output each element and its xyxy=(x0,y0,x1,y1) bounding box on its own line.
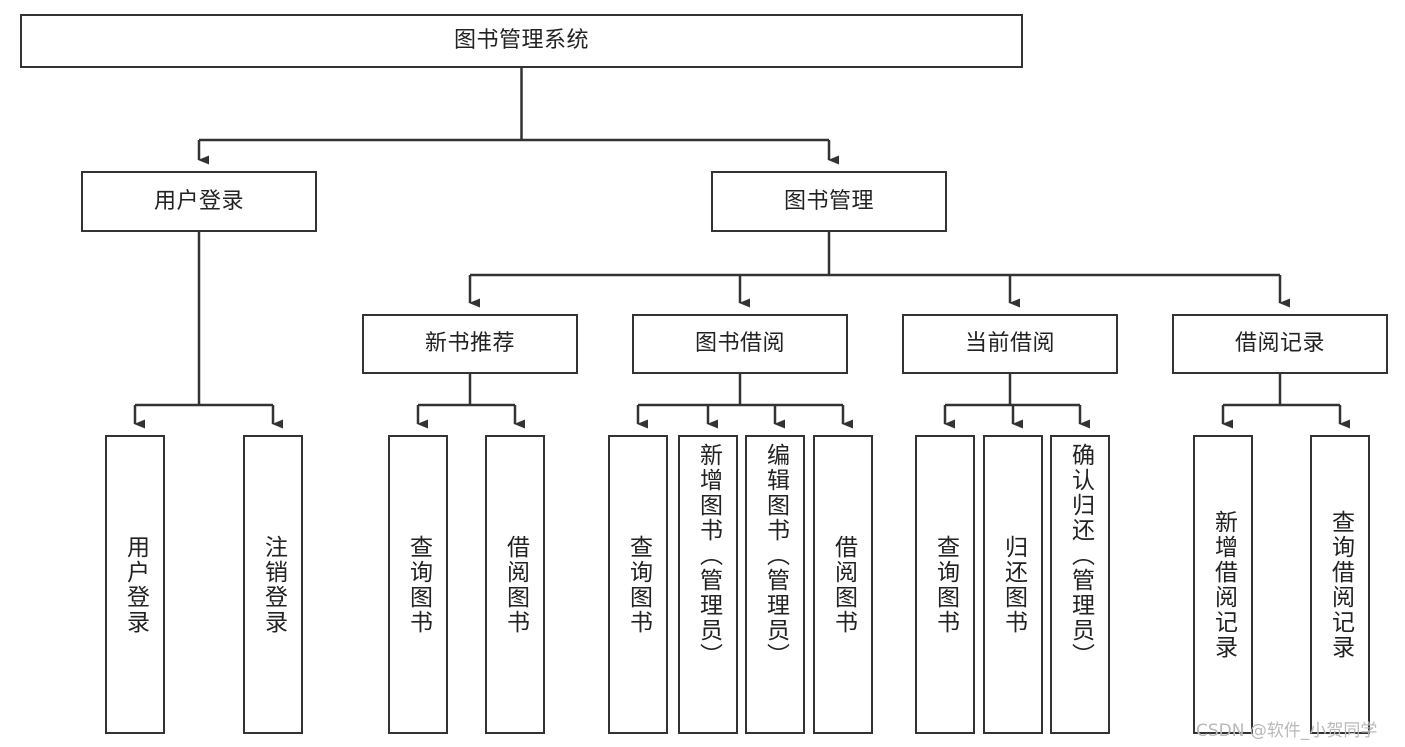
node-leaf-edit-book-admin[interactable]: 编辑图书（管理员） xyxy=(745,435,805,734)
node-label: 图书借阅 xyxy=(694,331,785,357)
node-new-book-rec[interactable]: 新书推荐 xyxy=(362,314,578,374)
node-leaf-user-login[interactable]: 用户登录 xyxy=(105,435,165,734)
node-leaf-confirm-return-admin[interactable]: 确认归还（管理员） xyxy=(1050,435,1110,734)
node-leaf-add-borrow-record[interactable]: 新增借阅记录 xyxy=(1193,435,1253,734)
node-label: 确认归还（管理员） xyxy=(1067,443,1094,668)
node-leaf-add-book-admin[interactable]: 新增图书（管理员） xyxy=(678,435,738,734)
node-book-manage[interactable]: 图书管理 xyxy=(711,171,947,232)
node-label: 查询图书 xyxy=(932,534,959,635)
node-label: 当前借阅 xyxy=(964,331,1055,357)
node-label: 归还图书 xyxy=(1000,534,1027,635)
node-leaf-borrow-book-1[interactable]: 借阅图书 xyxy=(485,435,545,734)
edges-group xyxy=(133,68,1350,429)
node-label: 编辑图书（管理员） xyxy=(762,443,789,668)
node-label: 图书管理 xyxy=(783,188,874,214)
node-label: 借阅图书 xyxy=(830,534,857,635)
node-leaf-user-logout[interactable]: 注销登录 xyxy=(243,435,303,734)
node-book-borrow[interactable]: 图书借阅 xyxy=(632,314,848,374)
node-leaf-borrow-book-2[interactable]: 借阅图书 xyxy=(813,435,873,734)
node-label: 查询图书 xyxy=(625,534,652,635)
node-label: 用户登录 xyxy=(122,534,149,635)
node-label: 图书管理系统 xyxy=(453,28,589,54)
node-leaf-query-book-2[interactable]: 查询图书 xyxy=(608,435,668,734)
node-user-login[interactable]: 用户登录 xyxy=(81,171,317,232)
node-leaf-query-book-3[interactable]: 查询图书 xyxy=(915,435,975,734)
node-label: 新书推荐 xyxy=(424,331,515,357)
node-label: 借阅图书 xyxy=(502,534,529,635)
node-leaf-query-borrow-record[interactable]: 查询借阅记录 xyxy=(1310,435,1370,734)
node-current-borrow[interactable]: 当前借阅 xyxy=(902,314,1118,374)
node-label: 新增图书（管理员） xyxy=(695,443,722,668)
node-borrow-record[interactable]: 借阅记录 xyxy=(1172,314,1388,374)
node-label: 新增借阅记录 xyxy=(1210,509,1237,660)
node-label: 查询借阅记录 xyxy=(1327,509,1354,660)
node-leaf-query-book-1[interactable]: 查询图书 xyxy=(388,435,448,734)
node-leaf-return-book[interactable]: 归还图书 xyxy=(983,435,1043,734)
node-label: 用户登录 xyxy=(153,188,244,214)
node-label: 注销登录 xyxy=(260,534,287,635)
node-label: 查询图书 xyxy=(405,534,432,635)
node-root[interactable]: 图书管理系统 xyxy=(20,14,1023,68)
node-label: 借阅记录 xyxy=(1234,331,1325,357)
